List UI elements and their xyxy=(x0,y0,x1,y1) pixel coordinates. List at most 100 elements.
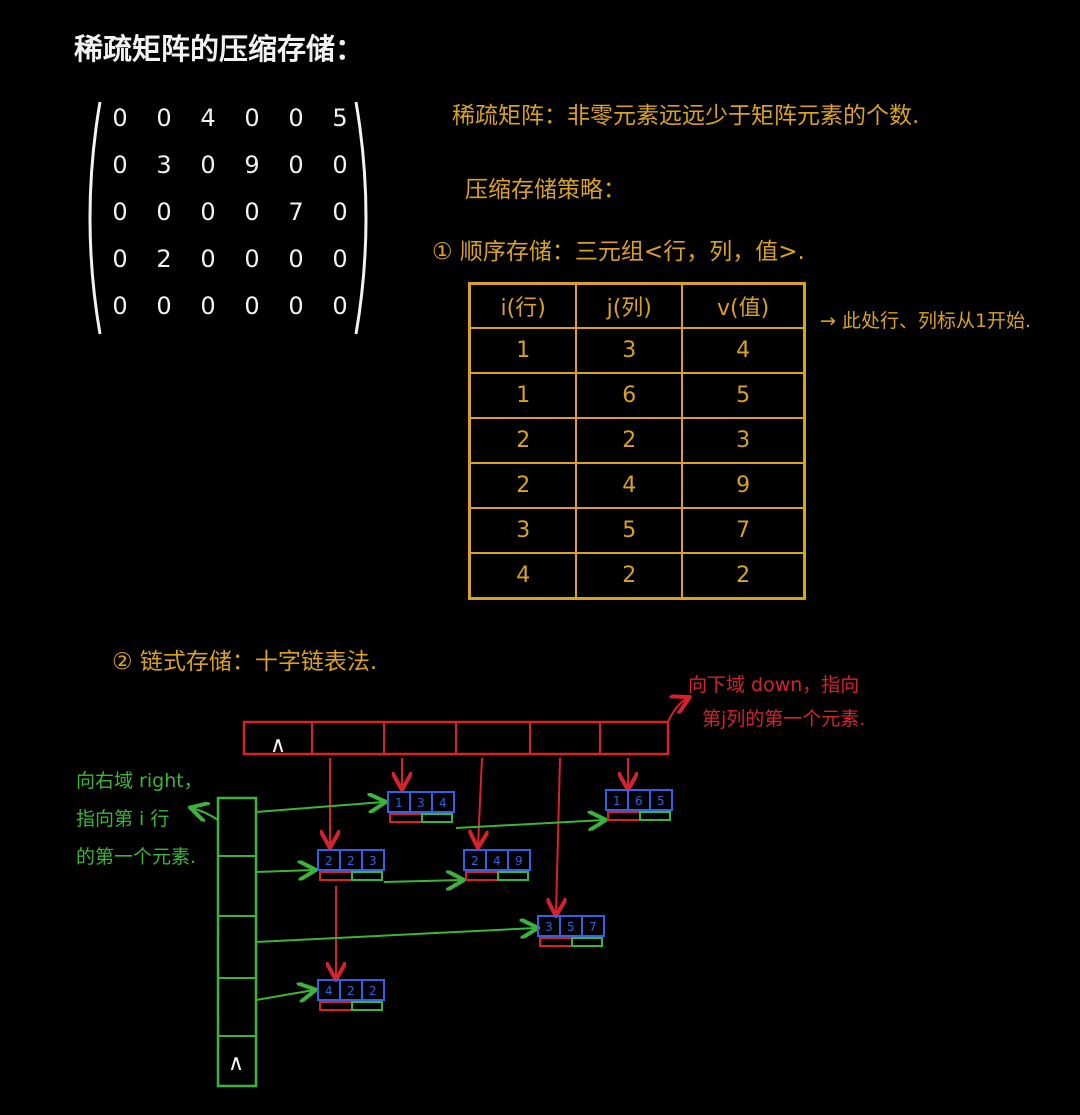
matrix-cell: 0 xyxy=(244,198,260,226)
cell-i: 2 xyxy=(468,416,578,464)
triple-table: i(行) j(列) v(值) 1 3 4 1 6 5 2 2 3 2 4 9 3… xyxy=(468,282,806,600)
matrix-cell: 2 xyxy=(156,245,172,273)
definition-text: 稀疏矩阵：非零元素远远少于矩阵元素的个数. xyxy=(452,103,920,129)
node-col-value: 5 xyxy=(567,920,575,934)
matrix-cell: 3 xyxy=(156,151,172,179)
matrix-cell: 0 xyxy=(200,292,216,320)
down-field-box xyxy=(539,937,573,947)
strategy-heading: 压缩存储策略： xyxy=(465,177,626,203)
matrix-cell: 0 xyxy=(332,292,348,320)
right-note-line: 的第一个元素. xyxy=(76,846,197,868)
right-field-box xyxy=(351,871,383,881)
down-field-box xyxy=(607,811,641,821)
matrix-cell: 0 xyxy=(112,245,128,273)
down-field-box xyxy=(389,813,423,823)
matrix-cell: 0 xyxy=(156,292,172,320)
sequential-storage-label: ① 顺序存储：三元组<行，列，值>. xyxy=(432,239,805,265)
node-value: 5 xyxy=(657,794,665,808)
cell-i: 4 xyxy=(468,551,578,600)
node-row-value: 4 xyxy=(325,984,333,998)
down-pointers xyxy=(330,757,628,978)
node-field-box xyxy=(649,789,673,811)
node-value: 7 xyxy=(589,920,597,934)
matrix-cell: 0 xyxy=(288,104,304,132)
cell-j: 4 xyxy=(575,461,684,509)
node-col-value: 2 xyxy=(347,854,355,868)
node-value: 2 xyxy=(369,984,377,998)
matrix-cell: 0 xyxy=(156,198,172,226)
matrix-cell: 0 xyxy=(112,104,128,132)
right-field-box xyxy=(639,811,671,821)
right-bracket xyxy=(354,101,368,335)
header-value: v(值) xyxy=(681,282,806,329)
matrix-cell: 0 xyxy=(332,151,348,179)
matrix-cell: 0 xyxy=(200,151,216,179)
table-row: 1 3 4 xyxy=(468,327,806,374)
node-field-box xyxy=(431,791,455,813)
matrix-cell: 0 xyxy=(200,245,216,273)
node-row-value: 1 xyxy=(613,794,621,808)
cell-j: 5 xyxy=(575,506,684,554)
node-row-value: 2 xyxy=(325,854,333,868)
node-row-value: 3 xyxy=(545,920,553,934)
right-pointers xyxy=(255,802,604,1000)
matrix-cell: 0 xyxy=(288,245,304,273)
right-note-line: 指向第 i 行 xyxy=(76,808,170,830)
node-row-value: 2 xyxy=(471,854,479,868)
right-field-box xyxy=(497,871,529,881)
table-note: → 此处行、列标从1开始. xyxy=(820,310,1032,332)
null-symbol: ∧ xyxy=(228,1051,244,1076)
down-field-note: 向下域 down，指向 第j列的第一个元素. xyxy=(688,668,865,736)
matrix-cell: 0 xyxy=(244,245,260,273)
node-col-value: 6 xyxy=(635,794,643,808)
node-row-value: 1 xyxy=(395,796,403,810)
matrix-cell: 5 xyxy=(332,104,348,132)
row-head-array: ∧ xyxy=(192,796,258,1088)
right-field-box xyxy=(351,1001,383,1011)
cell-v: 4 xyxy=(681,327,806,374)
cell-i: 1 xyxy=(468,371,578,419)
table-row: 2 4 9 xyxy=(468,461,806,509)
table-header-row: i(行) j(列) v(值) xyxy=(468,282,806,329)
table-row: 3 5 7 xyxy=(468,506,806,554)
cell-i: 2 xyxy=(468,461,578,509)
cell-v: 3 xyxy=(681,416,806,464)
matrix-cell: 0 xyxy=(112,292,128,320)
null-symbol: ∧ xyxy=(270,733,286,758)
matrix-cell: 0 xyxy=(156,104,172,132)
node-field-box xyxy=(361,979,385,1001)
down-field-box xyxy=(465,871,499,881)
cell-v: 7 xyxy=(681,506,806,554)
matrix-cell: 0 xyxy=(244,292,260,320)
header-row-index: i(行) xyxy=(468,282,578,329)
right-note-line: 向右域 right， xyxy=(76,770,203,792)
matrix-cell: 0 xyxy=(244,104,260,132)
down-note-line: 向下域 down，指向 xyxy=(688,674,860,696)
matrix-cell: 0 xyxy=(288,151,304,179)
node-field-box xyxy=(361,849,385,871)
down-note-line: 第j列的第一个元素. xyxy=(702,708,866,730)
left-bracket xyxy=(88,101,102,335)
cell-i: 3 xyxy=(468,506,578,554)
right-field-box xyxy=(421,813,453,823)
table-row: 4 2 2 xyxy=(468,551,806,600)
cell-j: 2 xyxy=(575,416,684,464)
table-row: 2 2 3 xyxy=(468,416,806,464)
matrix-cell: 9 xyxy=(244,151,260,179)
cell-v: 5 xyxy=(681,371,806,419)
right-field-note: 向右域 right， 指向第 i 行 的第一个元素. xyxy=(76,762,203,876)
cell-v: 2 xyxy=(681,551,806,600)
node-field-box xyxy=(581,915,605,937)
cell-i: 1 xyxy=(468,327,578,374)
matrix-cell: 7 xyxy=(288,198,304,226)
matrix-cell: 0 xyxy=(112,198,128,226)
matrix-cell: 0 xyxy=(112,151,128,179)
cell-j: 2 xyxy=(575,551,684,600)
node-field-box xyxy=(507,849,531,871)
